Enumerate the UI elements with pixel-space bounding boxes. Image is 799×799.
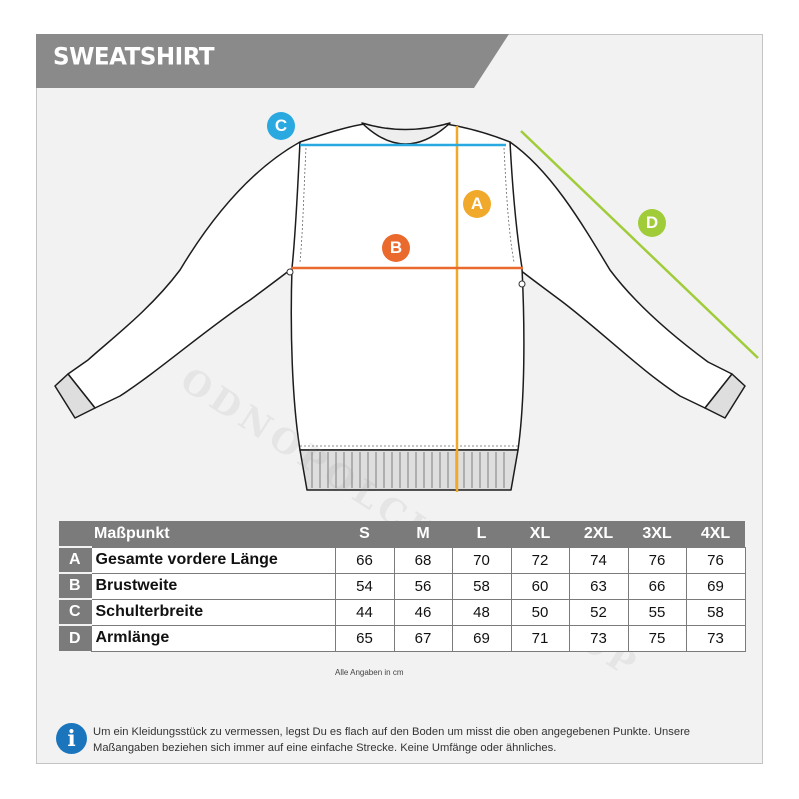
row-name: Armlänge (90, 624, 336, 652)
table-cell: 76 (627, 546, 687, 574)
table-cell: 54 (334, 572, 395, 600)
table-cell: 67 (393, 624, 453, 652)
table-header-corner (59, 521, 91, 547)
table-cell: 58 (451, 572, 512, 600)
table-row: A Gesamte vordere Länge 66 68 70 72 74 7… (59, 546, 746, 574)
units-note: Alle Angaben in cm (335, 668, 404, 677)
badge-b: B (382, 234, 410, 262)
table-cell: 50 (510, 598, 570, 626)
row-name: Schulterbreite (90, 598, 336, 626)
badge-d: D (638, 209, 666, 237)
info-text: Um ein Kleidungsstück zu vermessen, legs… (93, 726, 691, 754)
table-row: D Armlänge 65 67 69 71 73 75 73 (59, 624, 746, 652)
table-cell: 63 (568, 572, 629, 600)
table-row: C Schulterbreite 44 46 48 50 52 55 58 (59, 598, 746, 626)
table-cell: 73 (568, 624, 629, 652)
table-cell: 74 (568, 546, 629, 574)
row-letter: C (59, 598, 91, 625)
table-row: B Brustweite 54 56 58 60 63 66 69 (59, 572, 746, 600)
size-header: S (335, 521, 394, 547)
size-header: 2XL (569, 521, 628, 547)
size-header: L (452, 521, 511, 547)
badge-a: A (463, 190, 491, 218)
table-cell: 60 (510, 572, 570, 600)
info-icon: i (56, 723, 87, 754)
table-cell: 70 (451, 546, 512, 574)
row-letter: A (59, 546, 91, 573)
table-cell: 69 (451, 624, 512, 652)
table-cell: 46 (393, 598, 453, 626)
table-cell: 73 (685, 624, 746, 652)
table-cell: 71 (510, 624, 570, 652)
size-header: XL (511, 521, 569, 547)
table-cell: 52 (568, 598, 629, 626)
row-letter: D (59, 624, 91, 651)
table-cell: 55 (627, 598, 687, 626)
table-cell: 65 (334, 624, 395, 652)
table-header-label: Maßpunkt (91, 521, 335, 547)
row-name: Brustweite (90, 572, 336, 600)
measure-line-d (520, 130, 759, 359)
table-cell: 56 (393, 572, 453, 600)
row-letter: B (59, 572, 91, 599)
table-cell: 68 (393, 546, 453, 574)
table-cell: 48 (451, 598, 512, 626)
table-cell: 72 (510, 546, 570, 574)
table-cell: 66 (334, 546, 395, 574)
table-cell: 44 (334, 598, 395, 626)
table-header-row: Maßpunkt S M L XL 2XL 3XL 4XL (59, 521, 745, 547)
badge-c: C (267, 112, 295, 140)
table-cell: 76 (685, 546, 746, 574)
size-header: M (394, 521, 452, 547)
header-title: SWEATSHIRT (53, 43, 215, 71)
table-cell: 66 (627, 572, 687, 600)
header-banner (36, 34, 763, 88)
row-name: Gesamte vordere Länge (90, 546, 336, 574)
table-cell: 58 (685, 598, 746, 626)
size-header: 3XL (628, 521, 686, 547)
table-cell: 69 (685, 572, 746, 600)
table-cell: 75 (627, 624, 687, 652)
size-header: 4XL (686, 521, 745, 547)
size-table: Maßpunkt S M L XL 2XL 3XL 4XL A Gesamte … (59, 521, 746, 652)
